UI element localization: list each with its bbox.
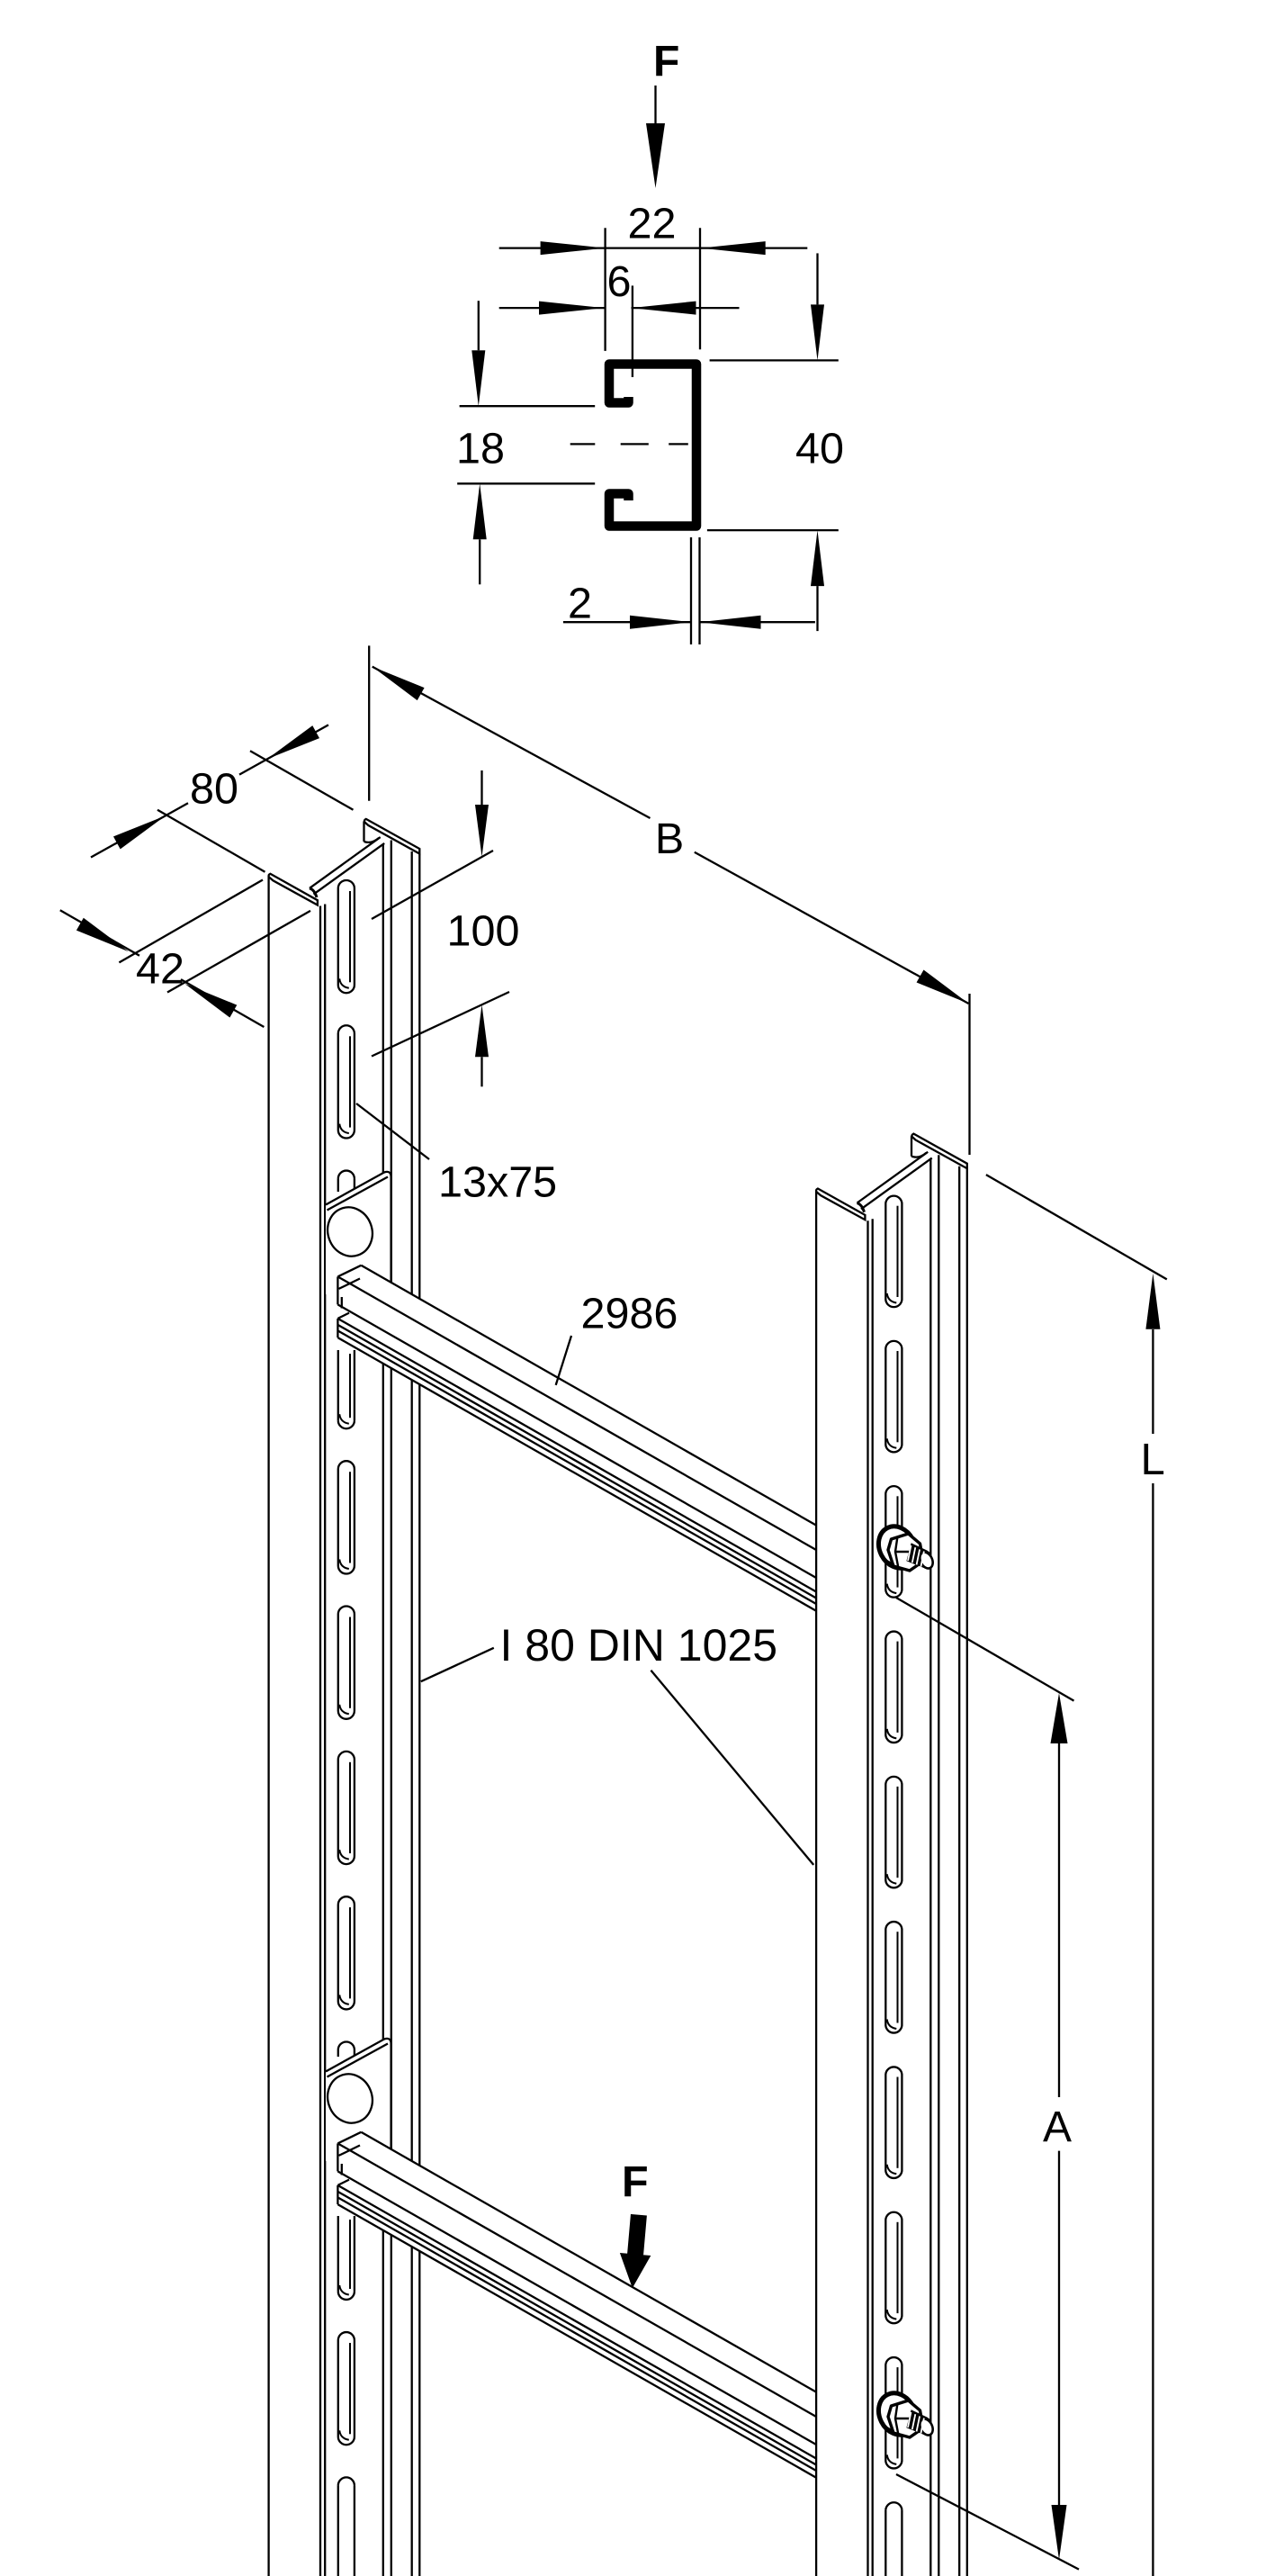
svg-text:2986: 2986 xyxy=(581,1290,678,1338)
svg-text:F: F xyxy=(653,38,679,86)
svg-text:L: L xyxy=(1141,1436,1165,1484)
svg-text:80: 80 xyxy=(190,765,238,814)
svg-text:B: B xyxy=(655,815,684,863)
svg-text:40: 40 xyxy=(795,425,844,473)
svg-text:A: A xyxy=(1043,2103,1072,2151)
svg-text:100: 100 xyxy=(447,907,520,956)
svg-text:22: 22 xyxy=(628,200,677,248)
svg-text:18: 18 xyxy=(456,425,505,473)
svg-text:6: 6 xyxy=(607,257,632,306)
svg-text:F: F xyxy=(622,2157,649,2206)
svg-text:I 80 DIN 1025: I 80 DIN 1025 xyxy=(500,1620,778,1671)
svg-text:2: 2 xyxy=(568,580,592,628)
svg-text:42: 42 xyxy=(136,945,184,994)
svg-text:13x75: 13x75 xyxy=(438,1158,557,1207)
